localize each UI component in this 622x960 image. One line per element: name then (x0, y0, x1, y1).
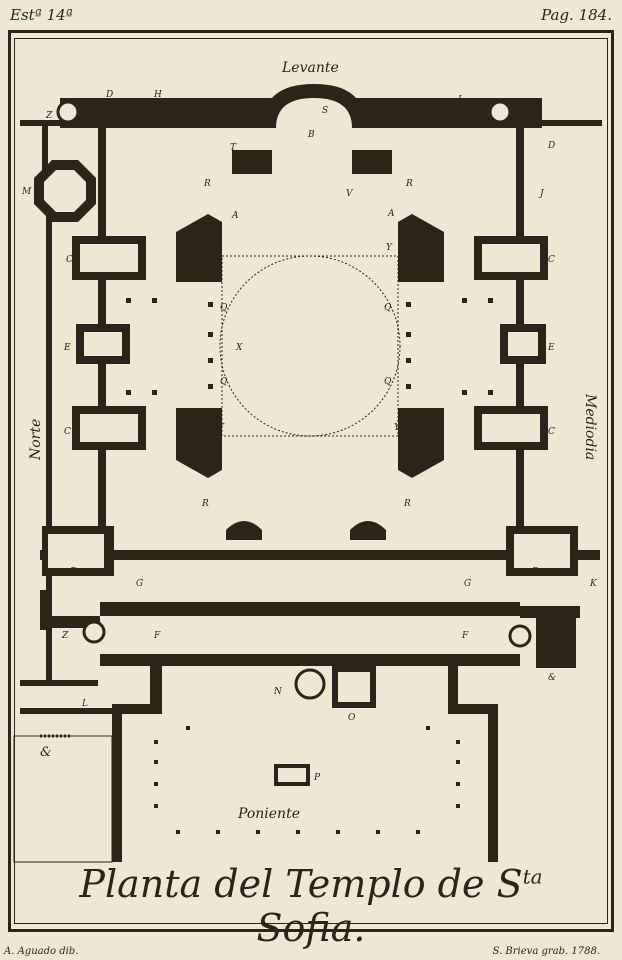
letter-q: Q (220, 377, 228, 387)
letter-q: Q (384, 377, 392, 387)
letter-d: D (531, 567, 539, 577)
letter-c: C (548, 255, 555, 265)
label-norte: Norte (28, 419, 44, 461)
letter-o: O (348, 713, 356, 723)
letter-b: B (307, 130, 315, 140)
letter-q: Q (384, 303, 392, 313)
letter-g: G (136, 579, 143, 589)
legend-box: & (13, 734, 113, 863)
plate-title-main: Planta del Templo de S (79, 862, 523, 906)
credit-drawer: A. Aguado dib. (4, 946, 79, 957)
plan-dome (219, 255, 401, 437)
letter-q: Q (220, 303, 228, 313)
letter-j: J (538, 189, 545, 199)
plate-frame (8, 30, 614, 932)
letter-a: A (231, 211, 239, 221)
label-poniente: Poniente (237, 806, 300, 822)
letter-m: M (21, 187, 32, 197)
letter-f: F (461, 631, 469, 641)
letter-z: Z (61, 631, 69, 641)
plan-columns (126, 298, 493, 834)
letter-h: H (153, 90, 162, 100)
letter-s: S (322, 106, 328, 116)
letter-y: Y (386, 243, 393, 253)
letter-r: R (405, 179, 413, 189)
legend-ampersand: & (40, 745, 52, 760)
letter-l: L (81, 699, 88, 709)
letter-y: Y (218, 423, 225, 433)
plan-stair-towers (56, 100, 532, 700)
letter-z: Z (45, 111, 53, 121)
letter-y: Y (394, 423, 401, 433)
letter-g: G (464, 579, 471, 589)
plate-title-sup: ta (522, 864, 543, 889)
letter-r: R (201, 499, 209, 509)
plate-title: Planta del Templo de Sta Sofia. (20, 862, 602, 950)
letter-r: R (203, 179, 211, 189)
label-levante: Levante (281, 60, 339, 76)
plan-aisles (110, 553, 510, 613)
plan-voids (48, 244, 570, 782)
letter-d: D (547, 141, 555, 151)
letter-x: X (235, 343, 243, 353)
letter-k: K (589, 579, 598, 589)
letter-amp: & (548, 673, 556, 683)
credit-engraver: S. Brieva grab. 1788. (492, 946, 600, 957)
letter-z: Z (521, 111, 529, 121)
plate-inner-frame (14, 38, 608, 924)
letter-a: A (387, 209, 395, 219)
plan-letters: Z D H I Z D S B T M R R V J A A Y C C Q … (21, 90, 598, 783)
letter-d: D (69, 567, 77, 577)
plate-title-end: Sofia. (256, 906, 366, 950)
letter-e: E (547, 343, 555, 353)
plan-walls (20, 84, 602, 862)
letter-r: R (403, 499, 411, 509)
letter-c: C (66, 255, 73, 265)
letter-i: I (457, 95, 462, 105)
letter-c: C (548, 427, 555, 437)
letter-t: T (230, 143, 237, 153)
page-number: Pag. 184. (541, 6, 612, 24)
letter-e: E (63, 343, 71, 353)
letter-f: F (153, 631, 161, 641)
letter-c: C (64, 427, 71, 437)
plate-number: Estª 14ª (10, 6, 73, 24)
label-mediodia: Mediodia (582, 393, 598, 460)
letter-p: P (313, 773, 321, 783)
letter-v: V (346, 189, 354, 199)
letter-d: D (105, 90, 113, 100)
letter-n: N (273, 687, 283, 697)
